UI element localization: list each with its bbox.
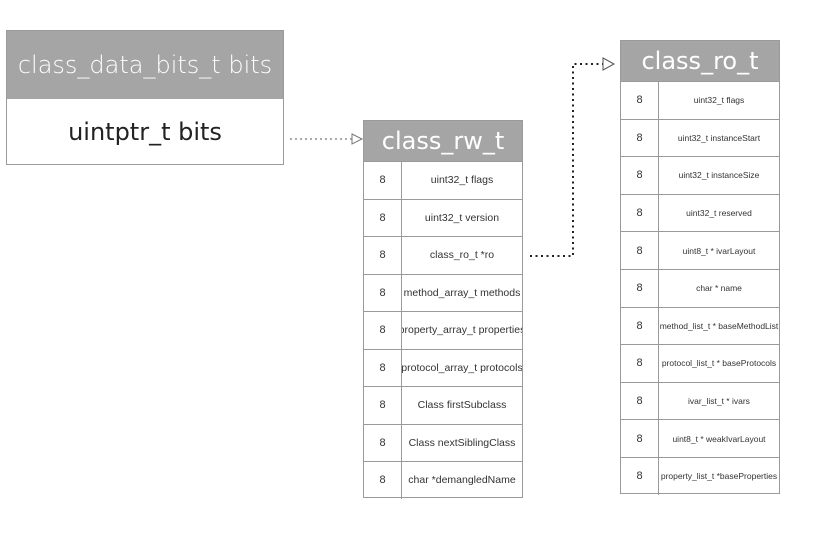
table-row: 8 uint8_t * weakIvarLayout [621, 419, 779, 457]
field-size: 8 [621, 269, 659, 307]
class-ro-t-table: class_ro_t 8 uint32_t flags 8 uint32_t ins… [620, 40, 780, 495]
field-size: 8 [621, 307, 659, 345]
field-name: property_list_t *baseProperties [660, 471, 778, 482]
field-name: uint32_t instanceStart [677, 132, 761, 143]
field-size: 8 [364, 199, 402, 236]
field-size: 8 [621, 420, 659, 457]
table-row: 8 class_ro_t *ro [364, 236, 522, 274]
field-name: class_ro_t *ro [429, 249, 495, 262]
field-name: method_array_t methods [403, 286, 521, 299]
class-data-bits-box: class_data_bits_t bits uintptr_t bits [6, 30, 284, 165]
table-row: 8 Class nextSiblingClass [364, 423, 522, 461]
field-size: 8 [364, 349, 402, 386]
field-name: ivar_list_t * ivars [688, 396, 750, 407]
field-size: 8 [621, 82, 659, 119]
field-size: 8 [364, 237, 402, 274]
arrowhead-bits-to-rw [351, 133, 364, 145]
field-size: 8 [364, 312, 402, 349]
table-row: 8 uint32_t instanceStart [621, 118, 779, 157]
table-row: 8 uint32_t flags [621, 81, 779, 119]
table-row: 8 uint32_t version [364, 198, 522, 236]
field-name: protocol_list_t * baseProtocols [661, 358, 777, 369]
field-size: 8 [364, 274, 402, 311]
table-row: 8 Class firstSubclass [364, 386, 522, 424]
field-name: uint32_t version [424, 211, 500, 224]
table-row: 8 uint32_t instanceSize [621, 156, 779, 194]
field-name: Class nextSiblingClass [408, 436, 516, 449]
field-name: char * name [696, 283, 742, 294]
field-size: 8 [621, 119, 659, 157]
field-name: uint32_t instanceSize [678, 170, 760, 181]
arrow-rw-ro-to-class-ro [530, 63, 603, 257]
field-name: property_array_t properties [402, 324, 522, 337]
field-name: Class firstSubclass [417, 399, 507, 412]
field-name: method_list_t * baseMethodList [659, 320, 779, 331]
field-name: uint8_t * ivarLayout [682, 245, 756, 256]
field-name: uint32_t flags [430, 174, 494, 187]
field-size: 8 [621, 194, 659, 232]
field-size: 8 [621, 382, 659, 420]
class-rw-t-table: class_rw_t 8 uint32_t flags 8 uint32_t ver… [363, 120, 523, 499]
table-row: 8 uint32_t flags [364, 161, 522, 199]
field-size: 8 [364, 424, 402, 461]
table-row: 8 uint8_t * ivarLayout [621, 231, 779, 269]
table-row: 8 ivar_list_t * ivars [621, 381, 779, 420]
field-name: uint8_t * weakIvarLayout [672, 433, 766, 444]
field-size: 8 [621, 157, 659, 194]
field-size: 8 [364, 162, 402, 199]
class-rw-t-title: class_rw_t [364, 121, 522, 161]
field-size: 8 [364, 462, 402, 499]
table-row: 8 uint32_t reserved [621, 193, 779, 232]
field-size: 8 [621, 457, 659, 495]
field-size: 8 [364, 387, 402, 424]
field-name: uint32_t flags [693, 95, 745, 106]
class-data-bits-field: uintptr_t bits [68, 117, 222, 146]
field-size: 8 [621, 232, 659, 269]
field-size: 8 [621, 345, 659, 382]
field-name: char *demangledName [408, 474, 516, 487]
arrowhead-rw-ro-to-class-ro [602, 57, 616, 71]
table-row: 8 char *demangledName [364, 461, 522, 499]
table-row: 8 char * name [621, 268, 779, 307]
field-name: protocol_array_t protocols [402, 361, 522, 374]
class-data-bits-title: class_data_bits_t bits [7, 31, 283, 99]
class-ro-t-title: class_ro_t [621, 41, 779, 81]
field-name: uint32_t reserved [686, 208, 752, 219]
